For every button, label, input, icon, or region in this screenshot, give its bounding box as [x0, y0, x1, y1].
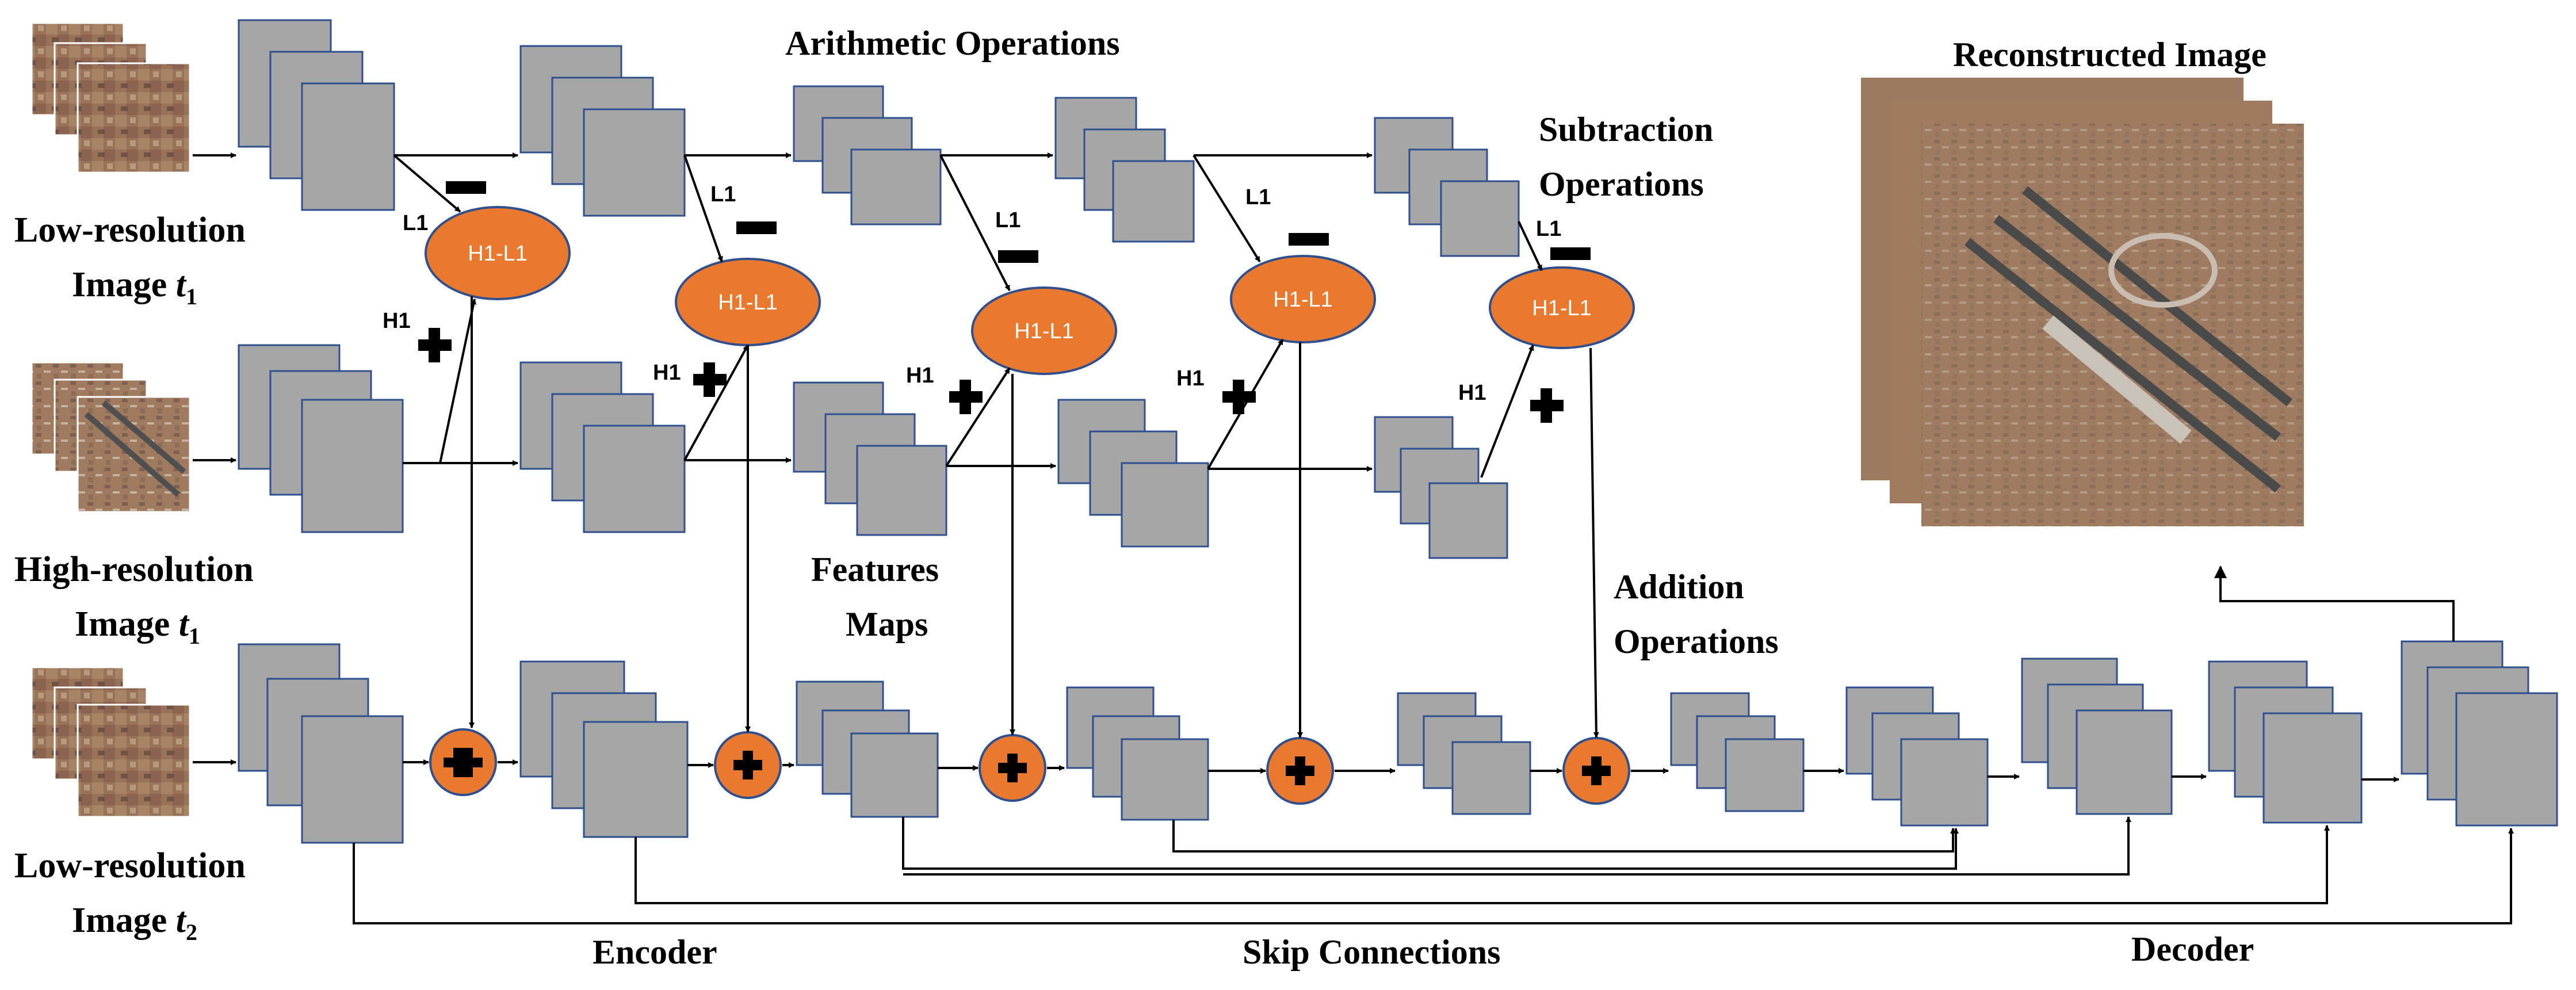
decoder-maps-stage1 [1670, 692, 1805, 812]
arrow-h1-4 [1207, 338, 1284, 470]
feature-maps-row3-stage4 [1066, 686, 1209, 821]
subtraction-op-4: H1-L1 [1230, 255, 1376, 343]
arrow-decoder-to-reconstruction [2214, 565, 2455, 641]
skip-connection-stage1 [353, 828, 2514, 924]
feature-maps-row2-stage3 [793, 381, 947, 536]
decoder-maps-stage2 [1845, 686, 1989, 827]
subtraction-op-2-label: H1-L1 [718, 290, 778, 315]
minus-sign-icon [1550, 247, 1591, 260]
feature-maps-row2-stage4 [1057, 399, 1209, 548]
addition-op-2 [714, 731, 782, 799]
subtraction-op-1-label: H1-L1 [468, 242, 528, 266]
feature-maps-row2-stage5 [1374, 416, 1508, 559]
h1-label-4: H1 [1176, 366, 1205, 391]
h1-label-2: H1 [653, 361, 681, 385]
h1-label-5: H1 [1458, 381, 1486, 405]
arrow-l1-2 [683, 155, 723, 262]
plus-sign-icon [998, 754, 1027, 782]
addition-operations-label-line1: Addition [1614, 568, 1744, 606]
feature-maps-row3-stage2 [519, 660, 689, 838]
high-res-t1-label-line2: Image t1 [75, 605, 200, 649]
feature-maps-row2-stage1 [238, 344, 404, 533]
feature-maps-row1-stage3 [793, 85, 942, 225]
skip-connections-label: Skip Connections [1243, 933, 1500, 971]
subtraction-op-1: H1-L1 [425, 206, 571, 300]
h1-label-3: H1 [906, 364, 934, 388]
plus-sign-icon [1286, 756, 1314, 785]
subtraction-op-4-label: H1-L1 [1273, 288, 1333, 312]
minus-sign-icon [736, 221, 777, 234]
input-low-res-t1-stack [30, 22, 191, 174]
input-high-res-t1-stack [30, 361, 191, 513]
minus-sign-icon [1289, 233, 1329, 246]
low-res-t2-label-line2: Image t2 [72, 901, 197, 945]
addition-op-1 [429, 728, 497, 796]
plus-sign-icon [1530, 388, 1564, 423]
skip-connection-stage3b [903, 816, 2131, 876]
features-maps-label-line2: Maps [846, 605, 928, 643]
l1-label-1: L1 [403, 211, 428, 235]
plus-sign-icon [693, 362, 727, 397]
minus-sign-icon [446, 181, 486, 194]
arrow-l1-3 [939, 155, 1011, 291]
feature-maps-row1-stage1 [238, 19, 395, 211]
plus-sign-icon [1222, 380, 1256, 414]
arithmetic-operations-label: Arithmetic Operations [785, 24, 1120, 62]
low-res-t2-label-line1: Low-resolution [14, 846, 246, 885]
addition-op-3 [979, 734, 1046, 802]
decoder-maps-stage5 [2401, 640, 2558, 827]
skip-connection-stage2 [635, 825, 2330, 904]
skip-connection-stage4 [1172, 820, 1956, 853]
plus-sign-icon [418, 328, 452, 362]
subtraction-operations-label-line2: Operations [1539, 165, 1704, 203]
plus-sign-icon [949, 380, 983, 414]
subtraction-op-5: H1-L1 [1489, 266, 1635, 349]
subtraction-op-5-label: H1-L1 [1532, 296, 1592, 320]
high-res-t1-label-line1: High-resolution [14, 550, 254, 589]
plus-sign-icon [1582, 756, 1611, 785]
encoder-label: Encoder [593, 933, 717, 971]
feature-maps-row3-stage3 [796, 681, 939, 818]
arrow-op5-to-add5 [1589, 347, 1599, 738]
arrow-h1-3 [945, 367, 1011, 467]
arrow-l1-1 [393, 154, 461, 213]
arrow-h1-2 [683, 345, 749, 461]
l1-label-3: L1 [995, 208, 1021, 232]
low-res-t1-label-line1: Low-resolution [14, 211, 246, 250]
arrow-h1-5 [1480, 345, 1534, 478]
decoder-label: Decoder [2131, 930, 2254, 968]
feature-maps-row2-stage2 [519, 361, 686, 533]
minus-sign-icon [998, 250, 1038, 263]
addition-operations-label-line2: Operations [1614, 622, 1779, 660]
plus-sign-icon [444, 748, 483, 777]
l1-label-5: L1 [1536, 217, 1561, 241]
skip-connection-stage3 [902, 817, 1959, 870]
decoder-maps-stage3 [2021, 658, 2173, 815]
subtraction-op-3-label: H1-L1 [1014, 319, 1074, 343]
feature-maps-row3-stage1 [238, 643, 404, 844]
arrow-l1-4 [1193, 154, 1261, 263]
subtraction-op-3: H1-L1 [971, 286, 1117, 375]
input-low-res-t2-stack [30, 666, 191, 818]
addition-op-4 [1266, 737, 1334, 805]
feature-maps-row3-stage5 [1397, 692, 1531, 815]
subtraction-operations-label-line1: Subtraction [1539, 110, 1713, 148]
plus-sign-icon [733, 751, 762, 779]
arrow-h1-1 [403, 299, 477, 464]
l1-label-2: L1 [710, 182, 736, 207]
feature-maps-row1-stage4 [1054, 97, 1195, 243]
subtraction-op-2: H1-L1 [675, 258, 821, 346]
feature-maps-row1-stage2 [519, 45, 686, 217]
addition-op-5 [1562, 737, 1630, 805]
decoder-maps-stage4 [2208, 660, 2363, 824]
reconstructed-image-label: Reconstructed Image [1953, 36, 2267, 74]
low-res-t1-label-line2: Image t1 [72, 265, 197, 309]
feature-maps-row1-stage5 [1374, 117, 1520, 257]
h1-label-1: H1 [383, 309, 411, 333]
features-maps-label-line1: Features [811, 551, 939, 588]
arrow-l1-5 [1518, 221, 1543, 271]
l1-label-4: L1 [1245, 185, 1271, 209]
reconstructed-image-stack [1861, 78, 2304, 526]
